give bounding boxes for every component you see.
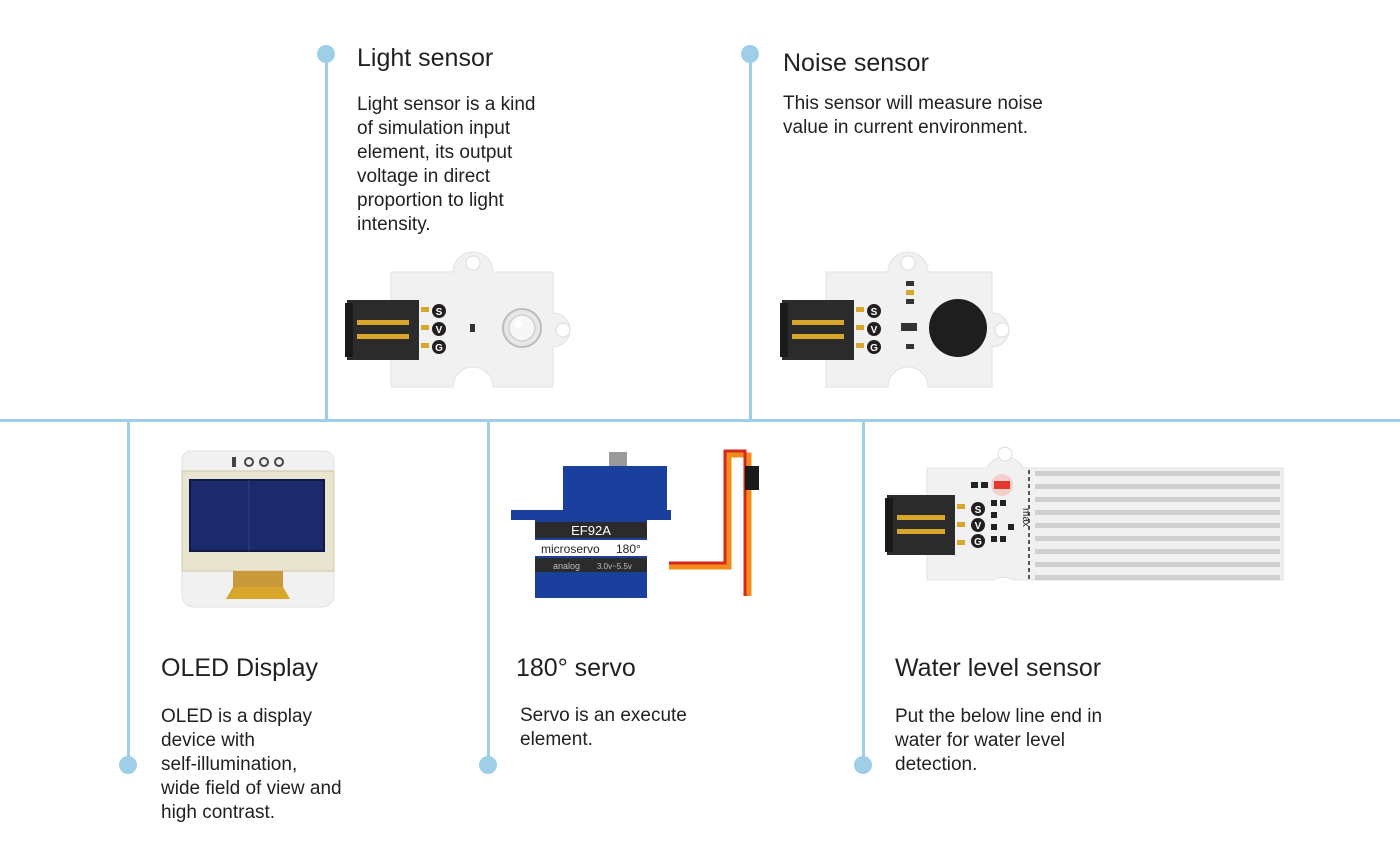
- oled-connector-line: [127, 421, 130, 765]
- servo-dot: [479, 756, 497, 774]
- noise-pin-v-label: V: [871, 325, 878, 336]
- servo-angle-label: 180°: [616, 542, 641, 556]
- light-sensor-connector-line: [325, 54, 328, 420]
- horizontal-divider-line: [0, 419, 1400, 422]
- servo-type-label: analog: [553, 561, 580, 571]
- water-pin-g-label: G: [974, 537, 982, 548]
- light-pin-s-label: S: [436, 307, 443, 318]
- servo-voltage-label: 3.0v~5.5v: [597, 562, 632, 571]
- noise-pin-g-label: G: [870, 343, 878, 354]
- water-sensor-description: Put the below line end in water for wate…: [895, 706, 1103, 775]
- water-sensor-module-image: S V G max: [885, 446, 1284, 581]
- noise-pin-s-label: S: [871, 307, 878, 318]
- light-sensor-title: Light sensor: [357, 44, 494, 72]
- noise-sensor-dot: [741, 45, 759, 63]
- light-sensor-module-image: S V G: [345, 251, 571, 388]
- water-pin-v-label: V: [975, 521, 982, 532]
- noise-sensor-connector-line: [749, 54, 752, 420]
- servo-connector-line: [487, 421, 490, 765]
- oled-description: OLED is a display device with self-illum…: [161, 706, 342, 823]
- oled-dot: [119, 756, 137, 774]
- water-max-label: max: [1020, 508, 1031, 527]
- oled-title: OLED Display: [161, 654, 318, 682]
- oled-module-image: [181, 450, 335, 608]
- noise-sensor-description: This sensor will measure noise value in …: [783, 93, 1043, 138]
- servo-description: Servo is an execute element.: [520, 705, 687, 750]
- noise-sensor-title: Noise sensor: [783, 49, 929, 77]
- water-sensor-title: Water level sensor: [895, 654, 1102, 682]
- water-connector-line: [862, 421, 865, 765]
- servo-model-label: EF92A: [571, 523, 611, 538]
- light-sensor-dot: [317, 45, 335, 63]
- noise-sensor-module-image: S V G: [780, 251, 1010, 388]
- water-dot: [854, 756, 872, 774]
- light-pin-g-label: G: [435, 343, 443, 354]
- light-pin-v-label: V: [436, 325, 443, 336]
- water-pin-s-label: S: [975, 505, 982, 516]
- servo-module-image: EF92A microservo 180° analog 3.0v~5.5v: [511, 449, 759, 598]
- servo-title: 180° servo: [516, 654, 636, 682]
- servo-brand-label: microservo: [541, 542, 600, 556]
- light-sensor-description: Light sensor is a kind of simulation inp…: [357, 94, 536, 235]
